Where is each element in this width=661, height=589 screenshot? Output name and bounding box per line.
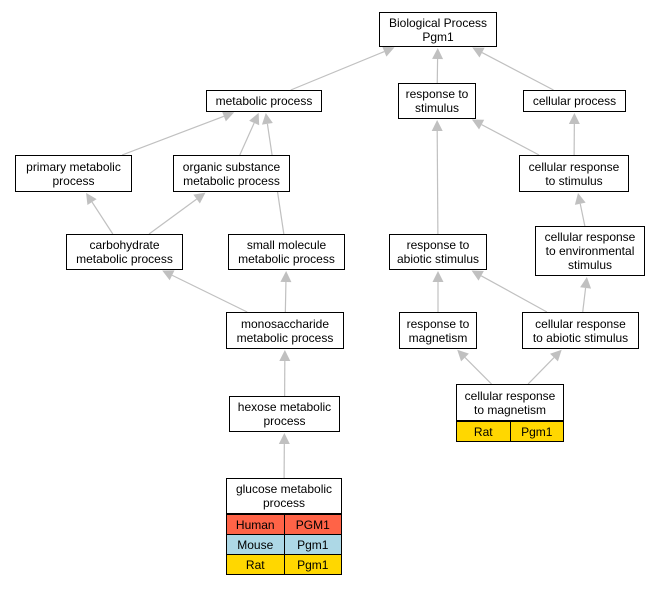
gene-cell: Pgm1 bbox=[283, 555, 341, 574]
edge-cell_resp_stim-to-response_stimulus bbox=[481, 124, 540, 156]
edge-arrowhead bbox=[472, 47, 485, 58]
edge-cell_resp_magnetism-to-magnetism bbox=[464, 357, 492, 385]
gene-cell: Pgm1 bbox=[509, 422, 563, 441]
edge-arrowhead bbox=[574, 192, 586, 205]
node-label: cellular process bbox=[532, 94, 617, 108]
edge-cell_resp_magnetism-to-cell_resp_abiotic bbox=[527, 357, 555, 385]
edge-arrowhead bbox=[280, 270, 292, 283]
edge-primary-to-metabolic bbox=[121, 115, 225, 156]
edge-arrowhead bbox=[457, 349, 469, 362]
node-label: metabolic process bbox=[215, 94, 313, 108]
edge-cell_resp_abiotic-to-abiotic bbox=[480, 275, 548, 313]
edge-carbohydrate-to-primary bbox=[91, 201, 114, 235]
edge-carbohydrate-to-organic bbox=[148, 198, 197, 235]
edge-arrowhead bbox=[278, 432, 290, 445]
edge-arrowhead bbox=[568, 112, 580, 125]
edge-cell_resp_abiotic-to-cell_resp_env bbox=[582, 287, 587, 313]
edge-arrowhead bbox=[221, 111, 235, 122]
edge-arrowhead bbox=[471, 270, 484, 281]
edge-monosaccharide-to-carbohydrate bbox=[171, 274, 248, 313]
species-cell: Rat bbox=[227, 555, 284, 574]
node-metabolic[interactable]: metabolic process bbox=[206, 90, 322, 112]
edge-arrowhead bbox=[162, 270, 175, 281]
edge-organic-to-metabolic bbox=[239, 122, 255, 156]
edge-metabolic-to-root bbox=[290, 51, 385, 91]
edge-cell_resp_env-to-cell_resp_stim bbox=[579, 203, 586, 227]
species-cell: Rat bbox=[457, 422, 510, 441]
edge-arrowhead bbox=[432, 47, 444, 60]
species-cell: Mouse bbox=[227, 535, 284, 554]
edge-arrowhead bbox=[580, 276, 592, 289]
node-cellular[interactable]: cellular process bbox=[523, 90, 626, 112]
edge-cellular-to-root bbox=[481, 52, 554, 91]
edge-arrowhead bbox=[382, 46, 395, 57]
edge-arrowhead bbox=[279, 349, 291, 362]
species-cell: Human bbox=[227, 515, 284, 534]
gene-cell: Pgm1 bbox=[283, 535, 341, 554]
edge-arrowhead bbox=[249, 112, 260, 126]
edge-arrowhead bbox=[261, 112, 273, 125]
edge-arrowhead bbox=[193, 192, 206, 204]
gene-cell: PGM1 bbox=[283, 515, 341, 534]
edge-arrowhead bbox=[471, 119, 485, 130]
edge-monosaccharide-to-small_molecule bbox=[284, 281, 287, 313]
edge-arrowhead bbox=[86, 192, 97, 206]
edge-arrowhead bbox=[432, 271, 444, 282]
edge-arrowhead bbox=[550, 349, 562, 362]
edge-abiotic-to-response_stimulus bbox=[436, 130, 439, 235]
edge-arrowhead bbox=[431, 119, 443, 132]
